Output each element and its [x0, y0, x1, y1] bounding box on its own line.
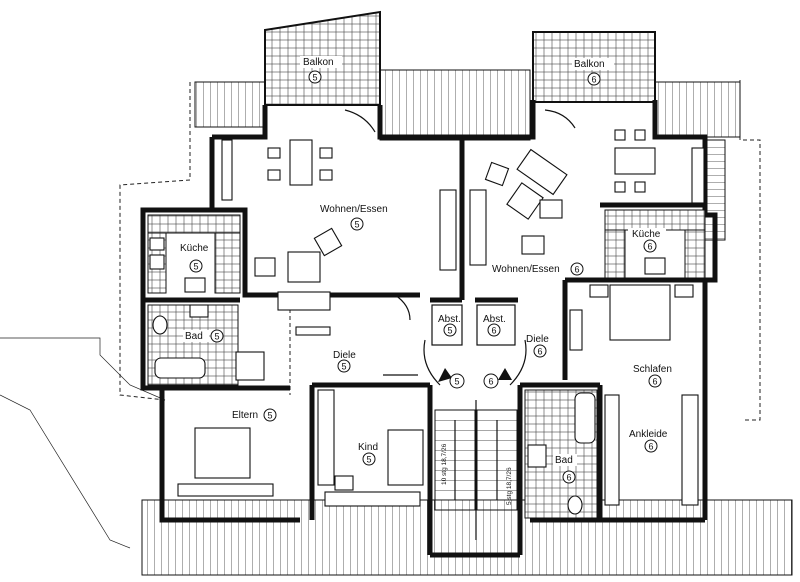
diele-6-label: Diele — [526, 334, 549, 345]
bad-6-unit: 6 — [566, 473, 571, 483]
bad-5-room: Bad 5 — [147, 304, 265, 386]
abst-6-label: Abst. — [483, 314, 506, 325]
kueche-6-room: Küche 6 — [604, 209, 706, 279]
schlafen-6-room: Schlafen 6 — [569, 284, 694, 388]
site-outline — [0, 80, 761, 549]
balkon-5-unit: 5 — [312, 73, 317, 83]
kind-5-label: Kind — [358, 442, 378, 453]
wohnen-6-room: Wohnen/Essen 6 — [469, 109, 705, 276]
wohnen-6-unit: 6 — [574, 265, 579, 275]
diele-5-label: Diele — [333, 350, 356, 361]
bad-6-room: Bad 6 — [524, 389, 598, 519]
bad-6-label: Bad — [555, 455, 573, 466]
balkon-5-area: Balkon 5 — [264, 10, 381, 106]
abst-5-unit: 5 — [447, 326, 452, 336]
schlafen-6-label: Schlafen — [633, 364, 672, 375]
wohnen-5-label: Wohnen/Essen — [320, 204, 388, 215]
entrance-6-number: 6 — [488, 377, 493, 387]
kind-5-room: Kind 5 — [317, 389, 424, 507]
walls — [140, 100, 718, 558]
eltern-5-unit: 5 — [267, 411, 272, 421]
kueche-5-label: Küche — [180, 243, 209, 254]
balkon-5-label: Balkon — [303, 57, 334, 68]
wohnen-6-label: Wohnen/Essen — [492, 264, 560, 275]
diele-6-unit: 6 — [537, 347, 542, 357]
ankleide-6-unit: 6 — [648, 442, 653, 452]
balkon-6-label: Balkon — [574, 59, 605, 70]
kueche-5-room: Küche 5 — [147, 214, 241, 294]
bad-5-unit: 5 — [214, 332, 219, 342]
stair-right-label: 5 stg 18,7/26 — [506, 467, 513, 505]
kueche-6-label: Küche — [632, 229, 661, 240]
kueche-6-unit: 6 — [647, 242, 652, 252]
kind-5-unit: 5 — [366, 455, 371, 465]
kueche-5-unit: 5 — [193, 262, 198, 272]
eltern-5-room: Eltern 5 — [177, 408, 277, 497]
wohnen-5-unit: 5 — [354, 220, 359, 230]
schlafen-6-unit: 6 — [652, 377, 657, 387]
bad-5-label: Bad — [185, 331, 203, 342]
balkon-6-unit: 6 — [591, 75, 596, 85]
abst-5-label: Abst. — [438, 314, 461, 325]
abst-6-unit: 6 — [491, 326, 496, 336]
ankleide-6-room: Ankleide 6 — [604, 394, 699, 506]
wohnen-5-room: Wohnen/Essen 5 — [221, 109, 457, 311]
diele-5-unit: 5 — [341, 362, 346, 372]
stair-left-label: 10 stg 18,7/26 — [441, 443, 448, 485]
staircase: 10 stg 18,7/26 5 stg 18,7/26 — [434, 400, 518, 540]
eltern-5-label: Eltern — [232, 410, 258, 421]
diele-5-room: Diele 5 — [295, 294, 418, 376]
ankleide-6-label: Ankleide — [629, 429, 668, 440]
entrance-5-number: 5 — [454, 377, 459, 387]
abst-rooms: Abst. 5 Abst. 6 — [423, 304, 527, 386]
balkon-6-area: Balkon 6 — [532, 31, 656, 103]
entrance-markers: 5 6 — [438, 368, 512, 389]
diele-6-room: Diele 6 — [526, 334, 549, 358]
